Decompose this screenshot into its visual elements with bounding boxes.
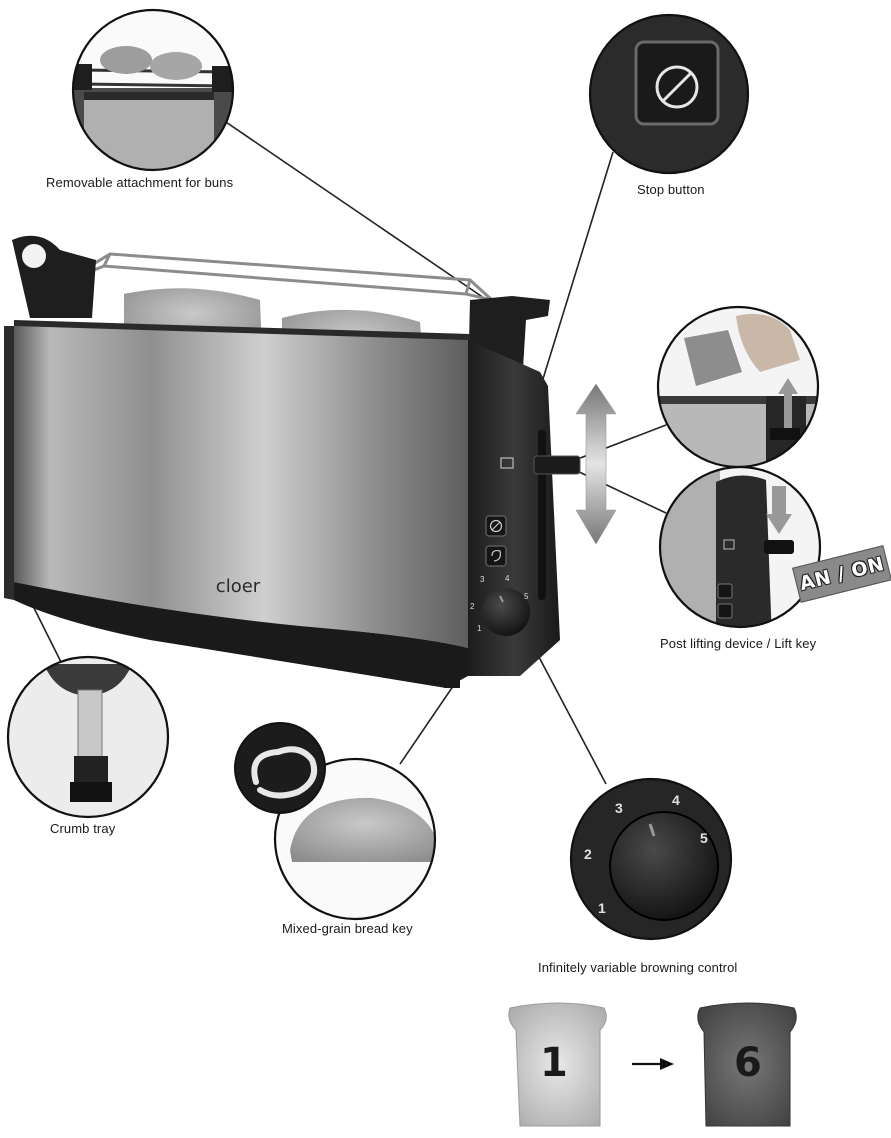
arrow-right-icon	[632, 1058, 674, 1070]
mixed-grain-caption: Mixed-grain bread key	[282, 921, 413, 936]
dial-label-2: 2	[584, 846, 592, 862]
up-down-arrow-icon	[575, 383, 617, 545]
dial-label-3: 3	[615, 800, 623, 816]
stop-button-caption: Stop button	[637, 182, 705, 197]
crumb-tray-detail	[6, 655, 170, 819]
dial-label-4-small: 4	[505, 574, 510, 583]
dial-label-1-small: 1	[477, 624, 482, 633]
dial-label-4: 4	[672, 792, 680, 808]
toaster: cloer	[4, 235, 581, 688]
toast-level-dark	[697, 1002, 797, 1127]
mixed-grain-icon	[251, 746, 318, 799]
toast-level-from: 1	[540, 1040, 568, 1086]
toast-level-light	[508, 1002, 607, 1127]
dial-label-5: 5	[700, 830, 708, 846]
bun-attachment-caption: Removable attachment for buns	[46, 175, 234, 190]
browning-caption: Infinitely variable browning control	[538, 960, 738, 975]
lift-key-detail	[658, 465, 822, 629]
lift-toast-detail	[656, 305, 820, 469]
dial-label-3-small: 3	[480, 575, 485, 584]
dial-label-1: 1	[598, 900, 606, 916]
dial-label-2-small: 2	[470, 602, 475, 611]
stop-button-detail	[588, 13, 750, 175]
lift-key-caption: Post lifting device / Lift key	[660, 636, 817, 651]
dial-label-5-small: 5	[524, 592, 529, 601]
mixed-grain-detail	[234, 722, 437, 921]
bun-attachment-detail	[71, 8, 235, 172]
browning-dial-detail	[569, 777, 733, 941]
crumb-tray-caption: Crumb tray	[50, 821, 116, 836]
bun-rack	[63, 252, 494, 302]
toast-level-to: 6	[734, 1040, 762, 1086]
brand-logo: cloer	[216, 576, 261, 597]
